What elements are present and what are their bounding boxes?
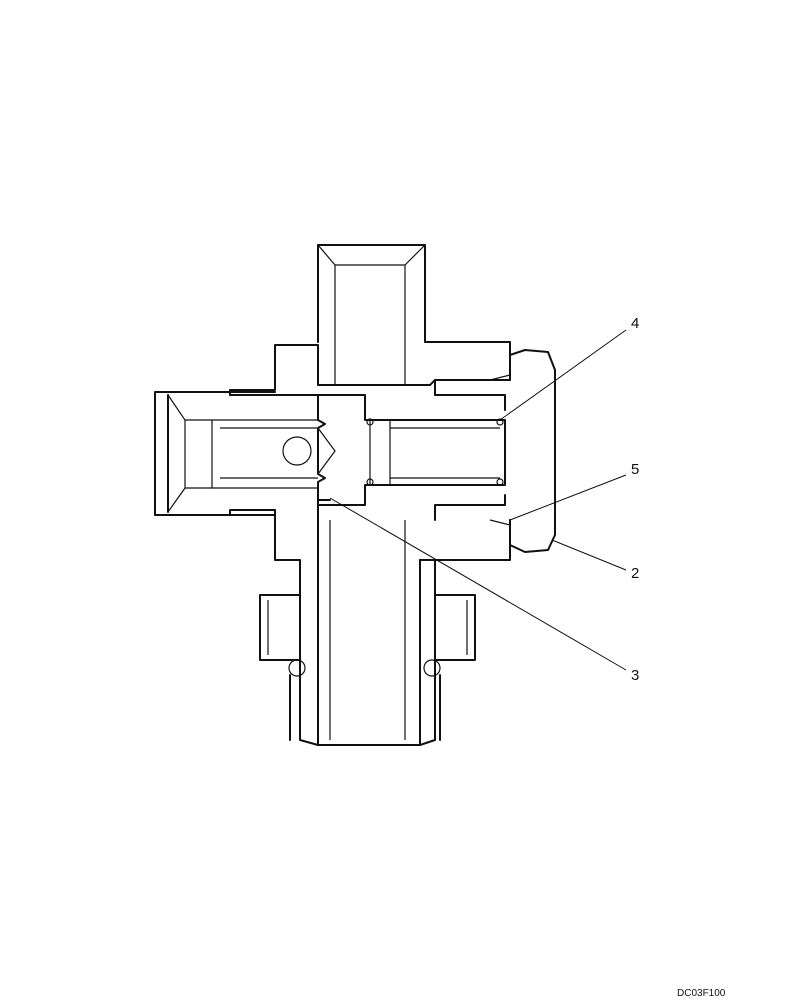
leader-lines [329, 329, 627, 671]
callout-2: 2 [631, 565, 639, 582]
leader-5 [509, 474, 627, 521]
leader-2 [551, 539, 627, 571]
end-cap [489, 349, 556, 553]
internal-poppet [317, 379, 506, 521]
figure-id: DC03F100 [677, 988, 726, 999]
leader-4 [499, 329, 627, 421]
callout-4: 4 [631, 315, 639, 332]
seal-rings [366, 418, 504, 486]
lower-body [229, 499, 511, 746]
callout-3: 3 [631, 667, 639, 684]
upper-port-boss [229, 244, 511, 396]
leader-3 [329, 497, 627, 671]
left-port [154, 391, 318, 516]
callout-5: 5 [631, 461, 639, 478]
